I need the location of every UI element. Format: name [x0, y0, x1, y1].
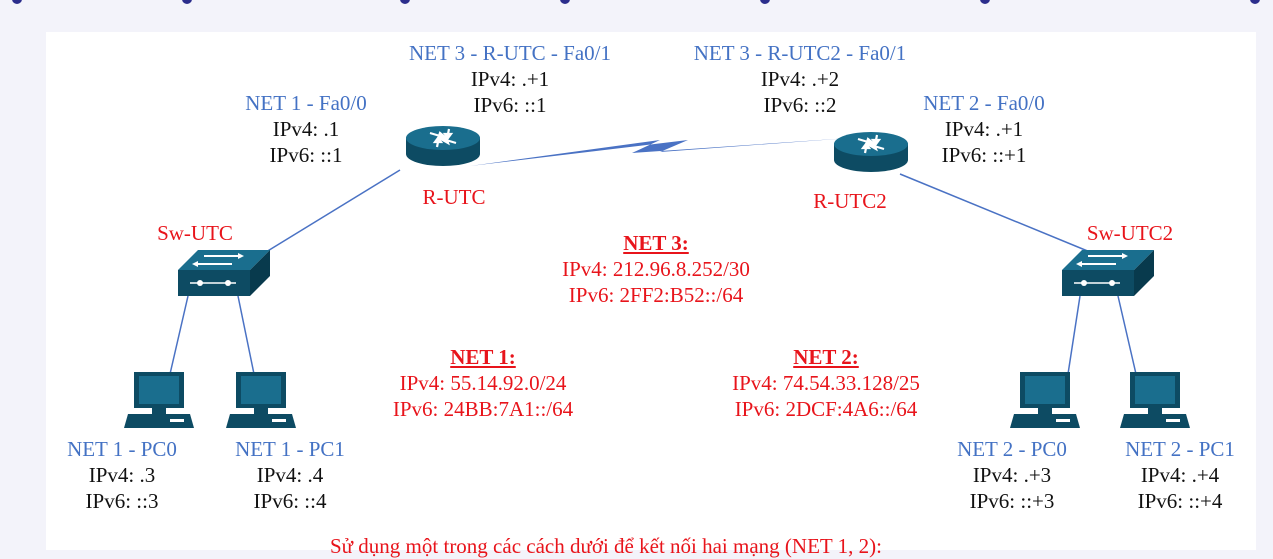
pc-ipv4: IPv4: .4	[256, 463, 324, 487]
pc-net2-pc1-label: NET 2 - PC1 IPv4: .+4 IPv6: ::+4	[1110, 436, 1250, 514]
router-r-utc2-icon[interactable]	[832, 128, 910, 176]
switch-sw-utc2-name: Sw-UTC2	[1086, 221, 1174, 245]
pc-title: NET 2 - PC0	[957, 437, 1067, 461]
pc-title: NET 2 - PC1	[1125, 437, 1235, 461]
net3-title: NET 3:	[623, 231, 689, 255]
pc-ipv4: IPv4: .+3	[972, 463, 1052, 487]
link-router1-switch1	[265, 169, 401, 253]
net3-ipv6: IPv6: 2FF2:B52::/64	[568, 283, 744, 307]
interface-ipv6: IPv6: ::2	[763, 93, 837, 117]
pc-title: NET 1 - PC0	[67, 437, 177, 461]
link-switch2-pc0	[1067, 295, 1081, 375]
net2-ipv6: IPv6: 2DCF:4A6::/64	[734, 397, 918, 421]
interface-ipv4: IPv4: .+1	[944, 117, 1024, 141]
interface-ipv6: IPv6: ::1	[473, 93, 547, 117]
router-r-utc2-name: R-UTC2	[813, 189, 887, 213]
interface-title: NET 3 - R-UTC - Fa0/1	[408, 41, 611, 65]
pc-net2-pc0-label: NET 2 - PC0 IPv4: .+3 IPv6: ::+3	[942, 436, 1082, 514]
pc-net1-pc0-label: NET 1 - PC0 IPv4: .3 IPv6: ::3	[50, 436, 194, 514]
interface-net3-rutc-fa01-label: NET 3 - R-UTC - Fa0/1 IPv4: .+1 IPv6: ::…	[388, 40, 632, 118]
net2-ipv4: IPv4: 74.54.33.128/25	[732, 371, 920, 395]
pc-net1-pc1-icon[interactable]	[224, 370, 298, 434]
pc-ipv6: IPv6: ::4	[253, 489, 327, 513]
interface-ipv4: IPv4: .+1	[470, 67, 550, 91]
net1-title: NET 1:	[450, 345, 516, 369]
net2-title: NET 2:	[793, 345, 859, 369]
pc-ipv6: IPv6: ::+3	[969, 489, 1055, 513]
pc-ipv4: IPv4: .+4	[1140, 463, 1220, 487]
net1-info: NET 1: IPv4: 55.14.92.0/24 IPv6: 24BB:7A…	[368, 344, 598, 422]
pc-net2-pc1-icon[interactable]	[1118, 370, 1192, 434]
net3-ipv4: IPv4: 212.96.8.252/30	[562, 257, 750, 281]
interface-net1-fa00-label: NET 1 - Fa0/0 IPv4: .1 IPv6: ::1	[236, 90, 376, 168]
serial-link	[470, 138, 850, 166]
interface-ipv6: IPv6: ::1	[269, 143, 343, 167]
switch-sw-utc-name: Sw-UTC	[157, 221, 233, 245]
router-r-utc-icon[interactable]	[404, 122, 482, 170]
pc-title: NET 1 - PC1	[235, 437, 345, 461]
interface-title: NET 1 - Fa0/0	[245, 91, 367, 115]
top-decoration	[0, 0, 1273, 10]
router-r-utc-name: R-UTC	[422, 185, 486, 209]
interface-net2-fa00-label: NET 2 - Fa0/0 IPv4: .+1 IPv6: ::+1	[906, 90, 1062, 168]
pc-net2-pc0-icon[interactable]	[1008, 370, 1082, 434]
net1-ipv6: IPv6: 24BB:7A1::/64	[392, 397, 574, 421]
pc-ipv4: IPv4: .3	[88, 463, 156, 487]
interface-ipv4: IPv4: .1	[272, 117, 340, 141]
net2-info: NET 2: IPv4: 74.54.33.128/25 IPv6: 2DCF:…	[706, 344, 946, 422]
net1-ipv4: IPv4: 55.14.92.0/24	[399, 371, 567, 395]
pc-ipv6: IPv6: ::+4	[1137, 489, 1223, 513]
link-switch1-pc1	[237, 295, 255, 375]
net3-info: NET 3: IPv4: 212.96.8.252/30 IPv6: 2FF2:…	[536, 230, 776, 308]
switch-sw-utc2-icon[interactable]	[1060, 248, 1156, 298]
switch-sw-utc-icon[interactable]	[176, 248, 272, 298]
interface-net3-rutc2-fa01-label: NET 3 - R-UTC2 - Fa0/1 IPv4: .+2 IPv6: :…	[670, 40, 930, 118]
link-switch1-pc0	[169, 295, 189, 375]
footer-instruction: Sử dụng một trong các cách dưới để kết n…	[330, 534, 882, 558]
pc-net1-pc0-icon[interactable]	[122, 370, 196, 434]
link-router2-switch2	[899, 173, 1091, 253]
interface-title: NET 2 - Fa0/0	[923, 91, 1045, 115]
pc-net1-pc1-label: NET 1 - PC1 IPv4: .4 IPv6: ::4	[218, 436, 362, 514]
interface-ipv6: IPv6: ::+1	[941, 143, 1027, 167]
pc-ipv6: IPv6: ::3	[85, 489, 159, 513]
interface-title: NET 3 - R-UTC2 - Fa0/1	[693, 41, 907, 65]
interface-ipv4: IPv4: .+2	[760, 67, 840, 91]
link-switch2-pc1	[1117, 295, 1137, 375]
